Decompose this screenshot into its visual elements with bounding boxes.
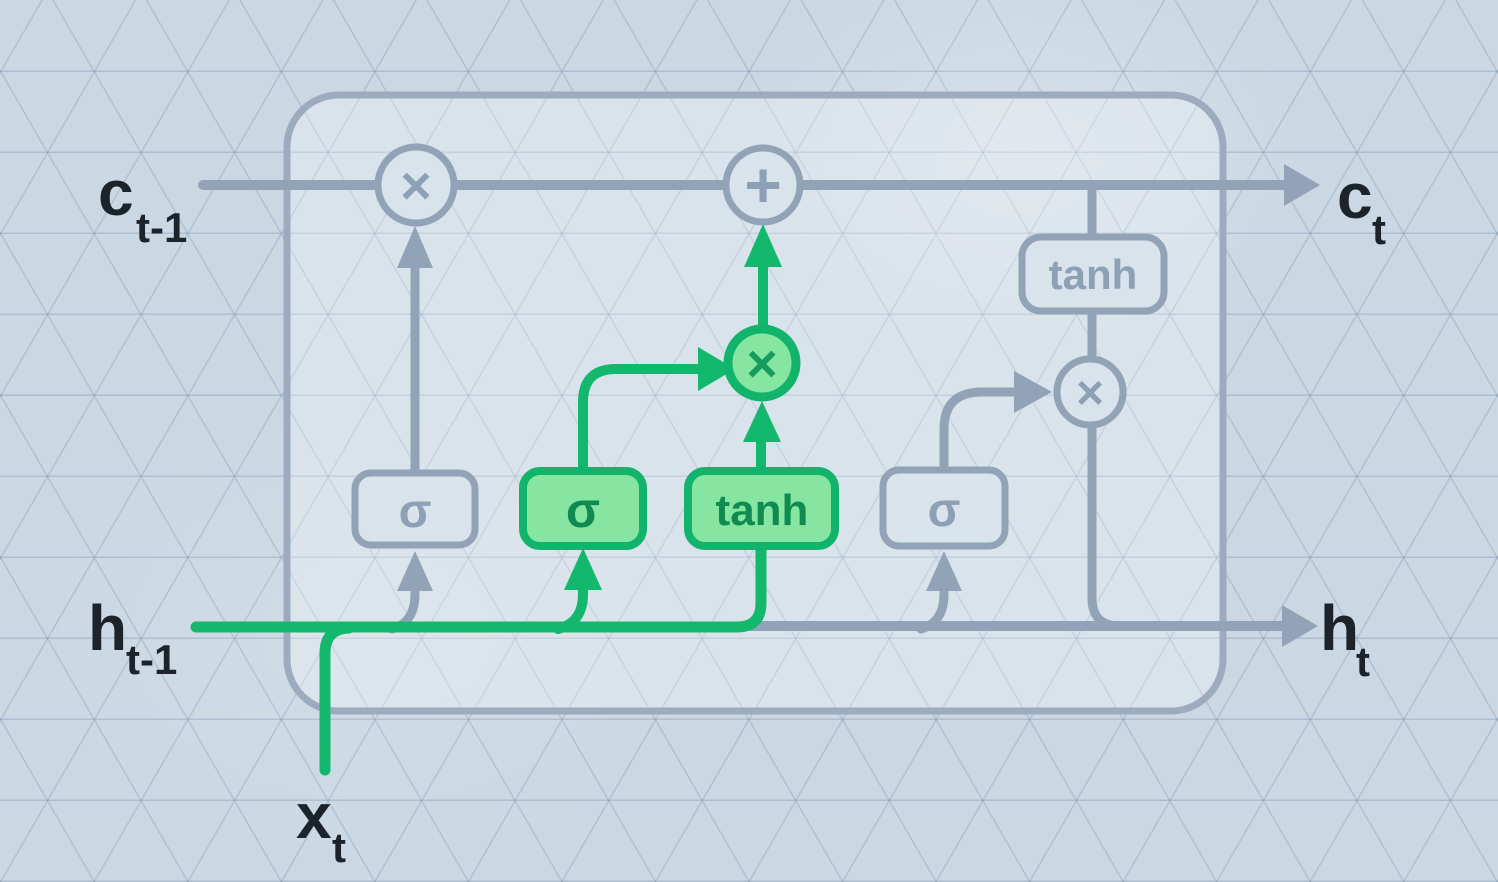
input-gate-output-wire <box>578 364 704 476</box>
input-multiply-bottom-arrow-icon <box>743 401 781 442</box>
input-multiply-op <box>723 324 801 402</box>
output-gate-box <box>879 466 1009 550</box>
cell-output-branch-wire <box>1087 185 1125 631</box>
tanh-label: tanh <box>716 486 809 535</box>
multiply-icon: × <box>746 334 778 394</box>
sigma-label: σ <box>928 484 961 537</box>
state-add-op <box>722 144 804 226</box>
sigma-label: σ <box>566 482 600 538</box>
sigma-label: σ <box>399 485 432 538</box>
label-subscript: t <box>1372 206 1386 253</box>
label-cell-state-prev: c t-1 <box>98 157 187 251</box>
state-add-input-arrow-icon <box>744 224 782 267</box>
label-cell-state-next: c t <box>1337 160 1386 253</box>
cell-boundary-box <box>283 91 1227 715</box>
label-subscript: t <box>332 824 346 871</box>
output-multiply-input-arrow-icon <box>1014 371 1052 413</box>
output-gate-output-wire <box>939 387 1019 475</box>
label-base: h <box>1320 592 1359 664</box>
candidate-tanh-box <box>684 467 839 550</box>
label-base: x <box>296 780 332 852</box>
label-hidden-prev: h t-1 <box>88 592 177 683</box>
label-subscript: t <box>1356 638 1370 685</box>
label-base: h <box>88 592 127 664</box>
cell-state-arrow-icon <box>1284 164 1320 206</box>
label-base: c <box>98 157 134 229</box>
input-xt-wire <box>319 622 355 776</box>
label-base: c <box>1337 160 1373 232</box>
output-tanh-box <box>1018 233 1168 315</box>
plus-icon: + <box>744 149 781 221</box>
forget-gate-box <box>351 469 479 549</box>
multiply-icon: × <box>400 156 432 216</box>
output-multiply-op <box>1053 355 1127 429</box>
input-gate-input-arrow-icon <box>564 548 602 590</box>
label-subscript: t-1 <box>136 204 187 251</box>
label-hidden-next: h t <box>1320 592 1370 685</box>
output-gate-input-wire <box>916 583 949 634</box>
hidden-state-arrow-icon <box>1282 605 1318 647</box>
label-input-xt: x t <box>296 780 346 871</box>
hidden-state-line-green <box>190 543 767 633</box>
tanh-label: tanh <box>1049 251 1138 298</box>
forget-gate-input-arrow-icon <box>397 551 433 591</box>
input-gate-box <box>519 467 647 550</box>
label-subscript: t-1 <box>126 636 177 683</box>
forget-multiply-input-arrow-icon <box>397 226 433 268</box>
input-gate-input-wire <box>553 581 588 634</box>
forget-multiply-op <box>374 143 458 227</box>
input-multiply-left-arrow-icon <box>698 347 735 391</box>
multiply-icon: × <box>1076 367 1104 420</box>
output-gate-input-arrow-icon <box>926 551 962 591</box>
